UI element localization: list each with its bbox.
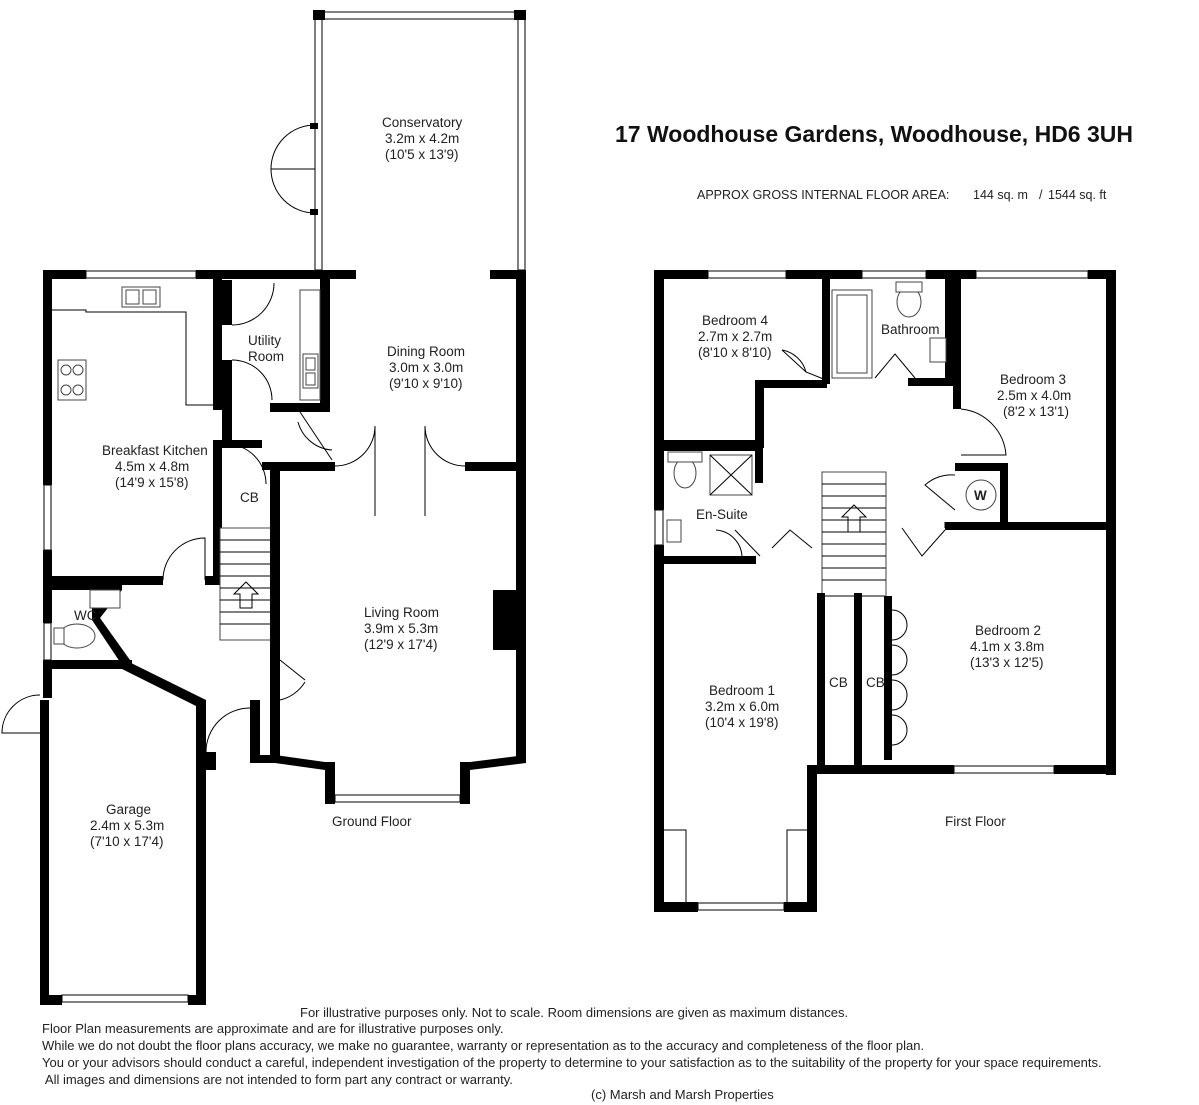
room-name: Living Room [364,605,439,620]
room-name: Bedroom 3 [1000,372,1066,387]
cupboard-label: CB [240,490,259,505]
room-name: Bedroom 2 [975,623,1041,638]
first-floor-plan: W [654,270,1116,912]
room-imperial: (8'10 x 8'10) [698,345,771,360]
room-metric: 3.0m x 3.0m [389,360,463,375]
room-imperial: (10'5 x 13'9) [385,147,458,162]
room-metric: 4.5m x 4.8m [115,459,189,474]
room-name: Bedroom 4 [702,313,769,328]
room-metric: 4.1m x 3.8m [970,639,1044,654]
floor-area-separator: / [1039,188,1043,202]
disclaimer-line: For illustrative purposes only. Not to s… [300,1005,848,1020]
disclaimer-line: All images and dimensions are not intend… [42,1072,513,1087]
copyright: (c) Marsh and Marsh Properties [591,1087,774,1102]
floor-area-imperial: 1544 sq. ft [1048,188,1107,202]
room-name: Garage [106,802,151,817]
cupboard-label: CB [829,675,848,690]
room-imperial: (8'2 x 13'1) [1003,404,1069,419]
cupboard-label: CB [866,675,885,690]
room-imperial: (13'3 x 12'5) [970,655,1043,670]
room-name: Dining Room [387,344,465,359]
room-name: En-Suite [696,507,748,522]
boiler-icon: W [974,488,987,503]
floor-area-metric: 144 sq. m [973,188,1028,202]
ground-floor-plan: Conservatory 3.2m x 4.2m (10'5 x 13'9) D… [1,10,526,1005]
room-imperial: (10'4 x 19'8) [705,715,778,730]
first-room-labels: Bedroom 4 2.7m x 2.7m (8'10 x 8'10) Bath… [696,313,1071,829]
ground-room-labels: Conservatory 3.2m x 4.2m (10'5 x 13'9) D… [74,115,465,849]
room-name: Utility [248,333,281,348]
room-name: Breakfast Kitchen [102,443,208,458]
room-imperial: (7'10 x 17'4) [90,834,163,849]
room-imperial: (9'10 x 9'10) [389,376,462,391]
disclaimer: For illustrative purposes only. Not to s… [42,1005,1102,1102]
room-name: Bedroom 1 [709,683,775,698]
room-metric: 2.5m x 4.0m [997,388,1071,403]
first-internal-walls: W [664,279,1116,765]
ground-outer-walls [1,270,526,1005]
room-metric: 3.2m x 6.0m [705,699,779,714]
room-metric: 2.7m x 2.7m [698,329,772,344]
disclaimer-line: While we do not doubt the floor plans ac… [42,1038,924,1053]
room-imperial: (14'9 x 15'8) [115,475,188,490]
room-metric: 3.2m x 4.2m [385,131,459,146]
room-name: WC [74,608,97,623]
floor-caption: Ground Floor [332,814,412,829]
room-metric: 2.4m x 5.3m [90,818,164,833]
room-name-line2: Room [248,349,284,364]
room-metric: 3.9m x 5.3m [364,621,438,636]
floor-area-label: APPROX GROSS INTERNAL FLOOR AREA: [697,188,949,202]
room-name: Conservatory [382,115,463,130]
property-title: 17 Woodhouse Gardens, Woodhouse, HD6 3UH [615,121,1133,147]
room-name: Bathroom [881,322,940,337]
floor-caption: First Floor [945,814,1006,829]
disclaimer-line: Floor Plan measurements are approximate … [42,1021,503,1036]
room-imperial: (12'9 x 17'4) [364,637,437,652]
ground-internal-walls [43,270,520,770]
disclaimer-line: You or your advisors should conduct a ca… [42,1055,1102,1070]
